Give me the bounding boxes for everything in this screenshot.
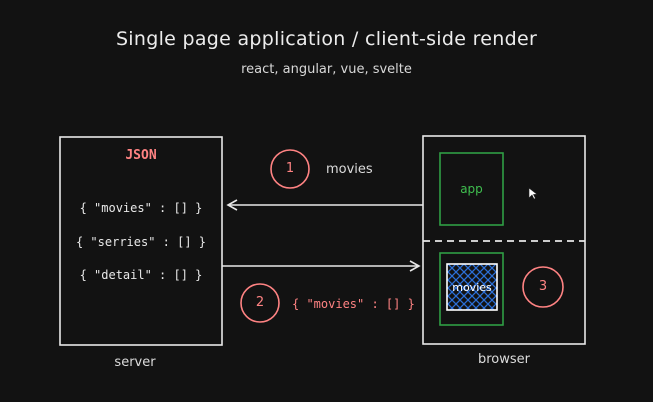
step-1-number: 1 [285, 161, 295, 176]
mouse-cursor-icon [528, 187, 538, 200]
step-3-circle [522, 266, 564, 308]
json-heading: JSON [125, 148, 157, 163]
step-3-number: 3 [538, 279, 548, 294]
app-label: app [460, 182, 483, 196]
step-1-circle [270, 149, 310, 189]
movies-box [446, 263, 498, 311]
rendered-app-box [439, 252, 504, 326]
step-2-circle [240, 283, 280, 323]
server-label: server [114, 355, 156, 370]
json-line-movies: { "movies" : [] } [79, 201, 203, 215]
response-payload: { "movies" : [] } [292, 297, 415, 311]
server-box [59, 136, 223, 346]
browser-label: browser [477, 352, 530, 367]
json-line-detail: { "detail" : [] } [79, 268, 203, 282]
browser-box [422, 135, 586, 345]
diagram-title: Single page application / client-side re… [115, 28, 538, 50]
step-2-number: 2 [255, 295, 265, 310]
app-box [439, 152, 504, 226]
request-label: movies [326, 162, 373, 177]
diagram-subtitle: react, angular, vue, svelte [241, 62, 412, 77]
json-line-serries: { "serries" : [] } [75, 235, 207, 249]
movies-label: movies [452, 281, 492, 294]
